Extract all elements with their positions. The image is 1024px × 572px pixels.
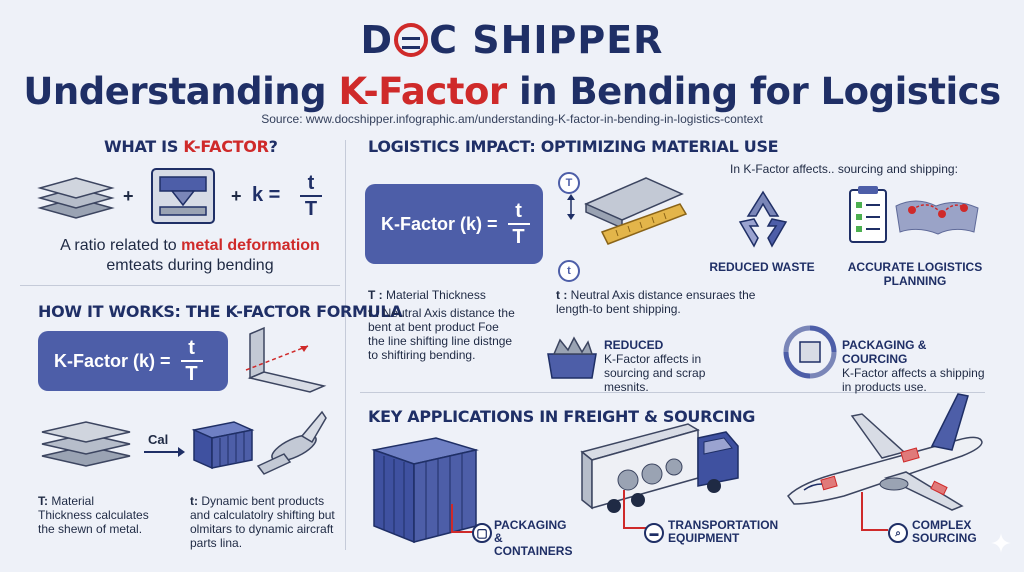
how-den: T [185, 363, 198, 385]
globe-icon [394, 23, 429, 57]
desc-highlight: metal deformation [181, 237, 320, 254]
packaging-block: PACKAGING & COURCING K-Factor affects a … [842, 338, 992, 394]
checklist-map-icon [849, 186, 979, 243]
logo-text-left: D [360, 18, 394, 62]
shipping-container-icon [371, 437, 479, 544]
how-num: t [188, 337, 195, 359]
packaging-title: PACKAGING & COURCING [842, 338, 927, 366]
packaging-cycle-icon [783, 325, 837, 379]
truck-icon [580, 423, 739, 513]
press-brake-icon [151, 168, 215, 224]
what-is-title-part1: WHAT IS [104, 137, 184, 156]
what-is-title-part2: ? [268, 137, 278, 156]
logo-text-right: C SHIPPER [429, 18, 664, 62]
sparkle-icon [991, 533, 1011, 553]
k-equals: k = [252, 184, 281, 206]
note-left: T: Material Thickness calculates the she… [38, 494, 150, 536]
reduced-block: REDUCED K-Factor affects in sourcing and… [604, 338, 744, 394]
column-divider [345, 140, 346, 550]
source-line: Source: www.docshipper.infographic.am/un… [261, 112, 763, 126]
plane-connector [861, 492, 888, 531]
applications-title: KEY APPLICATIONS IN FREIGHT & SOURCING [368, 407, 756, 426]
fraction-bar [300, 195, 322, 197]
def-t-key: t : [368, 306, 380, 320]
page-title: Understanding K-Factor in Bending for Lo… [0, 70, 1024, 113]
metal-sheets-icon [37, 177, 115, 219]
how-formula-label: K-Factor (k) = [54, 350, 171, 371]
what-is-title-highlight: K-FACTOR [183, 137, 269, 156]
desc-line2: emteats during bending [106, 257, 274, 274]
sourcing-label: COMPLEX SOURCING [912, 518, 977, 545]
def-T-key: T : [368, 288, 383, 302]
arrow-right-icon [144, 447, 185, 457]
airplane-icon [787, 393, 983, 511]
plus-sign-2: + [231, 186, 242, 206]
accurate-planning-label: ACCURATE LOGISTICS PLANNING [847, 260, 983, 288]
fraction-denominator: T [304, 198, 318, 220]
reduced-waste-label: REDUCED WASTE [709, 260, 815, 274]
how-it-works-title: HOW IT WORKS: THE K-FACTOR FORMULA [38, 302, 403, 321]
reduced-title: REDUCED [604, 338, 664, 352]
def-T-text: Material Thickness [386, 288, 486, 302]
truck-small-icon: ▬ [644, 523, 664, 543]
thickness-marker-t: t [558, 260, 580, 282]
definition-T: T : Material Thickness [368, 288, 543, 302]
logistics-impact-title: LOGISTICS IMPACT: OPTIMIZING MATERIAL US… [368, 137, 779, 156]
container-connector [451, 504, 474, 533]
small-container-icon [191, 421, 255, 470]
what-is-description: A ratio related to metal deformation emt… [40, 236, 340, 276]
impact-bar [507, 223, 530, 225]
scrap-bin-icon [547, 336, 597, 379]
bent-angle-icon [245, 326, 327, 393]
impact-den: T [512, 226, 525, 248]
fraction-numerator: t [307, 172, 315, 194]
definition-t: t : Neutral Axis distance the bent at be… [368, 306, 518, 362]
desc-part1: A ratio related to [60, 237, 182, 254]
impact-num: t [515, 200, 522, 222]
thickness-marker-T: T [558, 172, 580, 194]
left-divider [20, 285, 340, 286]
neutral-key: t : [556, 288, 568, 302]
what-is-title: WHAT IS K-FACTOR? [104, 137, 278, 156]
note-right: t: Dynamic bent products and calculatolr… [190, 494, 340, 550]
magnifier-icon: ⌕ [888, 523, 908, 543]
transport-label: TRANSPORTATION EQUIPMENT [668, 518, 779, 545]
plate-ruler-icon [584, 177, 688, 245]
title-part1: Understanding [23, 70, 339, 113]
containers-label: PACKAGING & CONTAINERS [494, 518, 573, 558]
neutral-axis-note: t : Neutral Axis distance ensuraes the l… [556, 288, 766, 316]
note-left-key: T: [38, 494, 48, 508]
plus-sign-1: + [123, 186, 134, 206]
title-highlight: K-Factor [338, 70, 507, 113]
note-left-text: Material Thickness calculates the shewn … [38, 494, 149, 536]
reduced-text: K-Factor affects in sourcing and scrap m… [604, 352, 706, 394]
note-right-key: t: [190, 494, 198, 508]
brand-logo: D C SHIPPER [0, 18, 1024, 62]
packaging-text: K-Factor affects a shipping in products … [842, 366, 985, 394]
thickness-arrow-icon [567, 194, 575, 220]
right-divider [360, 392, 985, 393]
truck-connector [623, 490, 646, 529]
def-t-text: Neutral Axis distance the bent at bent p… [368, 306, 515, 362]
cal-label: Cal [148, 432, 169, 447]
aircraft-part-icon [256, 410, 327, 475]
impact-intro: In K-Factor affects.. sourcing and shipp… [730, 162, 958, 176]
title-part2: in Bending for Logistics [506, 70, 1001, 113]
metal-plates-icon [41, 421, 131, 467]
impact-formula-label: K-Factor (k) = [381, 213, 498, 234]
neutral-text: Neutral Axis distance ensuraes the lengt… [556, 288, 756, 316]
box-icon: ▢ [472, 523, 492, 543]
recycle-icon [738, 190, 788, 248]
note-right-text: Dynamic bent products and calculatolry s… [190, 494, 335, 550]
how-bar [180, 360, 203, 362]
